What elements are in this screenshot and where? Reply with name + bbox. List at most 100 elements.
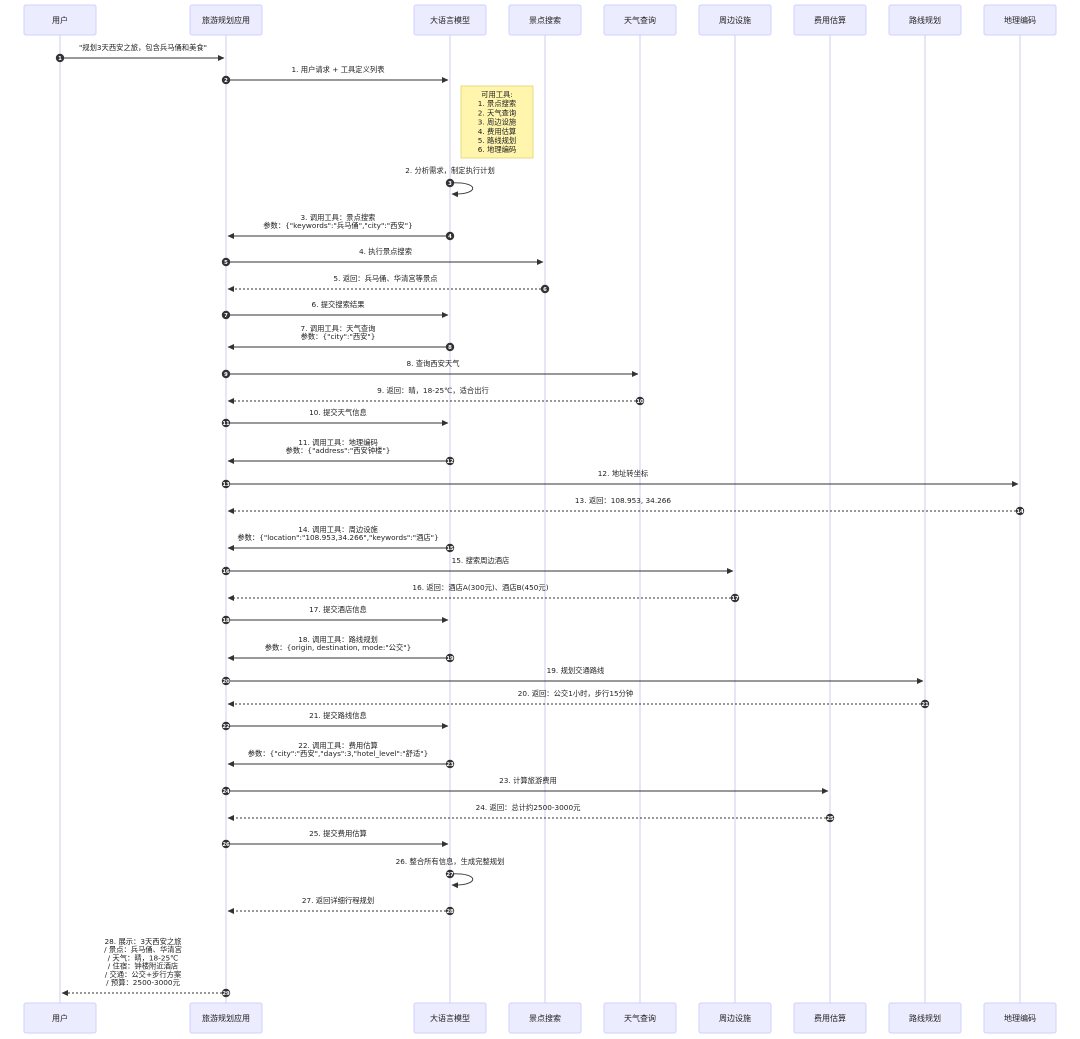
message-label: 21. 提交路线信息 <box>309 711 367 720</box>
sequence-number-circle <box>221 988 231 998</box>
message-label: 14. 调用工具：周边设施 <box>298 525 378 534</box>
sequence-number: 11 <box>222 421 230 427</box>
sequence-number: 23 <box>446 762 454 768</box>
sequence-number-circle <box>445 869 455 879</box>
sequence-number: 24 <box>222 789 230 795</box>
participant-box <box>189 1002 263 1034</box>
participant-box <box>23 4 97 36</box>
sequence-number: 25 <box>826 816 834 822</box>
sequence-number-circle <box>445 906 455 916</box>
participant-box <box>189 4 263 36</box>
sequence-number-circle <box>221 75 231 85</box>
sequence-number: 13 <box>222 482 230 488</box>
sequence-number-badge: 28 <box>445 906 455 916</box>
message-label: 13. 返回：108.953, 34.266 <box>575 496 672 505</box>
message-label: 25. 提交费用估算 <box>309 829 367 838</box>
message-label: 参数：{"city":"西安"} <box>301 332 376 341</box>
participant-label: 天气查询 <box>624 1013 656 1023</box>
sequence-number: 5 <box>224 260 228 266</box>
sequence-number: 18 <box>222 618 230 624</box>
message-label: 22. 调用工具：费用估算 <box>298 741 378 750</box>
sequence-number-badge: 9 <box>221 369 231 379</box>
message-23: 22. 调用工具：费用估算参数：{"city":"西安","days":3,"h… <box>227 741 455 769</box>
participant-poi-top: 景点搜索 <box>508 4 582 36</box>
sequence-number-circle <box>221 369 231 379</box>
participant-label: 景点搜索 <box>529 15 561 25</box>
sequence-number-badge: 20 <box>221 676 231 686</box>
sequence-number: 17 <box>731 596 739 602</box>
participant-weather-bottom: 天气查询 <box>603 1002 677 1034</box>
sequence-number: 1 <box>58 56 62 62</box>
participant-label: 用户 <box>52 1013 68 1023</box>
sequence-number: 29 <box>222 991 230 997</box>
message-label: 3. 调用工具：景点搜索 <box>301 213 376 222</box>
sequence-number: 12 <box>446 459 454 465</box>
message-label: 9. 返回：晴，18-25℃，适合出行 <box>377 386 489 395</box>
message-arrow <box>449 873 474 889</box>
message-label: "规划3天西安之旅，包含兵马俑和美食" <box>79 43 207 52</box>
sequence-number-badge: 14 <box>1015 506 1025 516</box>
participant-llm-top: 大语言模型 <box>413 4 487 36</box>
participant-label: 路线规划 <box>909 1013 941 1023</box>
sequence-number-badge: 4 <box>445 231 455 241</box>
sequence-number-badge: 15 <box>445 543 455 553</box>
sequence-number-circle <box>1015 506 1025 516</box>
sequence-number: 20 <box>222 679 230 685</box>
participant-box <box>793 1002 867 1034</box>
sequence-number-badge: 26 <box>221 839 231 849</box>
message-label: 参数：{"city":"西安","days":3,"hotel_level":"… <box>248 749 429 758</box>
sequence-number-circle <box>221 479 231 489</box>
sequence-number: 10 <box>636 399 644 405</box>
participant-box <box>508 4 582 36</box>
sequence-number-badge: 6 <box>540 284 550 294</box>
sequence-number-badge: 19 <box>445 653 455 663</box>
participant-box <box>983 4 1057 36</box>
sequence-number-badge: 16 <box>221 566 231 576</box>
message-arrow <box>449 182 474 198</box>
sequence-number-circle <box>445 543 455 553</box>
participant-label: 大语言模型 <box>430 1013 470 1023</box>
participant-box <box>698 4 772 36</box>
note-line: 2. 天气查询 <box>478 108 516 117</box>
sequence-number-badge: 7 <box>221 310 231 320</box>
message-1: "规划3天西安之旅，包含兵马俑和美食" 1 <box>55 43 225 63</box>
sequence-number-badge: 24 <box>221 786 231 796</box>
message-label: / 交通：公交+步行方案 <box>105 970 182 979</box>
message-label: 12. 地址转坐标 <box>598 469 648 478</box>
sequence-number: 28 <box>446 909 454 915</box>
message-label: 16. 返回：酒店A(300元)、酒店B(450元) <box>412 583 548 592</box>
note-box <box>460 85 534 159</box>
sequence-number-badge: 1 <box>55 53 65 63</box>
message-13: 12. 地址转坐标 13 <box>221 469 1019 489</box>
sequence-number-circle <box>730 593 740 603</box>
sequence-number-circle <box>221 310 231 320</box>
sequence-number-badge: 25 <box>825 813 835 823</box>
participant-geo-top: 地理编码 <box>983 4 1057 36</box>
participant-box <box>888 1002 962 1034</box>
participant-route-bottom: 路线规划 <box>888 1002 962 1034</box>
sequence-number-badge: 11 <box>221 418 231 428</box>
note-line: 3. 周边设施 <box>478 118 517 127</box>
sequence-number-badge: 21 <box>920 699 930 709</box>
message-10: 9. 返回：晴，18-25℃，适合出行 10 <box>227 386 645 406</box>
message-label: 参数：{"address":"西安钟楼"} <box>286 446 391 455</box>
sequence-number-circle <box>221 786 231 796</box>
sequence-number: 7 <box>224 313 228 319</box>
message-label: 1. 用户请求 + 工具定义列表 <box>291 65 385 74</box>
sequence-number-circle <box>445 456 455 466</box>
sequence-number-circle <box>825 813 835 823</box>
sequence-number-circle <box>445 178 455 188</box>
message-14: 13. 返回：108.953, 34.266 14 <box>227 496 1025 516</box>
note-line: 可用工具: <box>481 90 513 99</box>
sequence-number-badge: 10 <box>635 396 645 406</box>
message-label: 8. 查询西安天气 <box>406 359 460 368</box>
